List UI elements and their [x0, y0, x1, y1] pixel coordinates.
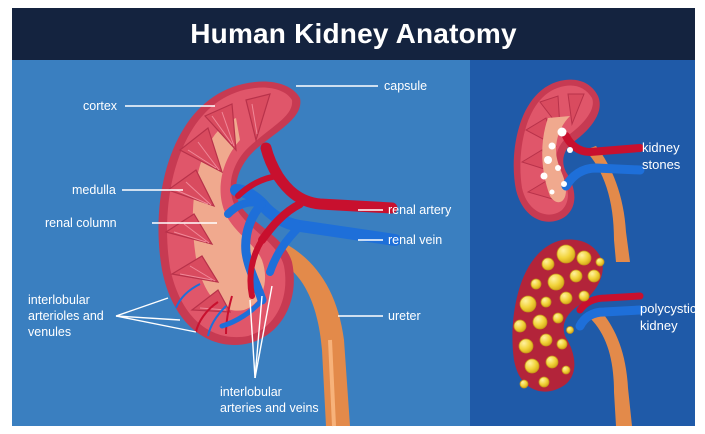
- label-renal-column: renal column: [45, 215, 117, 231]
- label-kidney-stones-2: stones: [642, 156, 680, 173]
- label-interlobular-arterioles-3: venules: [28, 324, 71, 340]
- label-polycystic-1: polycystic: [640, 300, 696, 317]
- label-polycystic-2: kidney: [640, 317, 678, 334]
- label-ureter: ureter: [388, 308, 421, 324]
- label-renal-vein: renal vein: [388, 232, 442, 248]
- label-interlobular-arterioles-1: interlobular: [28, 292, 90, 308]
- label-capsule: capsule: [384, 78, 427, 94]
- page-title: Human Kidney Anatomy: [12, 8, 695, 60]
- title-bar: Human Kidney Anatomy: [12, 8, 695, 60]
- label-interlobular-arterioles-2: arterioles and: [28, 308, 104, 324]
- label-renal-artery: renal artery: [388, 202, 451, 218]
- label-interlobular-arteries-1: interlobular: [220, 384, 282, 400]
- label-kidney-stones-1: kidney: [642, 139, 680, 156]
- label-medulla: medulla: [72, 182, 116, 198]
- label-interlobular-arteries-2: arteries and veins: [220, 400, 319, 416]
- label-cortex: cortex: [83, 98, 117, 114]
